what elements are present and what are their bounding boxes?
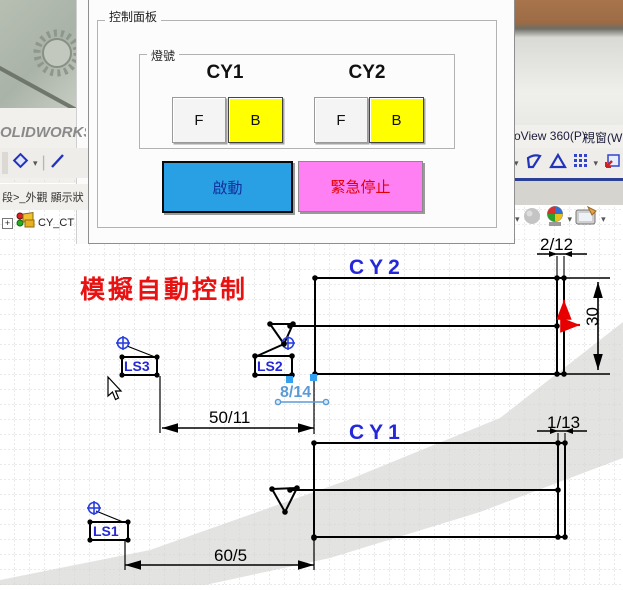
background-artwork — [0, 0, 81, 114]
svg-text:30: 30 — [583, 307, 602, 326]
dim-1-13[interactable]: 1/13 — [537, 413, 587, 443]
chevron-down-icon[interactable]: ▾ — [514, 158, 519, 168]
emergency-stop-button[interactable]: 緊急停止 — [298, 161, 423, 212]
gear-artwork-icon — [0, 29, 81, 114]
toolbar-separator: | — [41, 154, 46, 171]
ls1-switch[interactable] — [87, 501, 129, 541]
dim-30[interactable]: 30 — [566, 277, 610, 375]
dim-8-14-selected[interactable]: 8/14 — [274, 384, 330, 406]
background-photo — [513, 0, 623, 125]
capture-icon[interactable] — [604, 153, 620, 174]
control-panel-title: 控制面板 — [105, 8, 162, 25]
cy1-back-button[interactable]: B — [228, 97, 283, 143]
photoview-globe-icon[interactable] — [545, 206, 565, 232]
svg-text:1/13: 1/13 — [547, 413, 580, 432]
dim-60-5[interactable]: 60/5 — [124, 541, 314, 570]
sketch-icon[interactable] — [12, 152, 29, 174]
grid-pattern-icon[interactable] — [573, 153, 588, 173]
cy1-header: CY1 — [206, 62, 244, 83]
toolbar-left: ▾ | — [0, 148, 88, 178]
ls1-label[interactable]: LS1 — [93, 523, 119, 539]
menu-window[interactable]: 視窗(W — [583, 131, 623, 145]
chevron-down-icon[interactable]: ▾ — [515, 214, 520, 224]
svg-text:60/5: 60/5 — [214, 546, 247, 565]
tree-expand-icon[interactable]: + — [2, 217, 13, 229]
svg-text:2/12: 2/12 — [540, 235, 573, 254]
feature-tree-item[interactable]: + CY_CT — [2, 212, 74, 234]
sketch-endpoints — [87, 275, 568, 543]
menu-photoview360[interactable]: oView 360(P) — [514, 129, 586, 143]
control-panel-dialog[interactable]: 控制面板 燈號 CY1 CY2 F B F B 啟動 緊急停止 — [88, 0, 515, 244]
valve-symbol-cy1[interactable] — [271, 487, 298, 513]
menu-bar: oView 360(P) 視窗(W — [505, 126, 623, 146]
sketch-origin-axes — [556, 300, 580, 333]
cy2-header: CY2 — [348, 62, 386, 83]
cutoff-button[interactable] — [2, 152, 8, 174]
dim-2-12[interactable]: 2/12 — [537, 235, 587, 277]
point-marker-icon — [116, 336, 130, 350]
view-toolbar-floating: ▾ ▾ ▾ — [513, 205, 623, 233]
toolbar-right: ▾ ▾ — [505, 148, 623, 178]
viewport-top-border — [513, 178, 623, 181]
assembly-icon — [16, 212, 35, 234]
solidworks-logo: OLIDWORKS — [0, 124, 86, 141]
graphics-viewport[interactable]: 模擬自動控制 CY2 CY1 LS3 — [0, 180, 623, 585]
dim-50-11[interactable]: 50/11 — [159, 376, 314, 433]
line-tool-icon[interactable] — [50, 153, 66, 174]
cy2-label[interactable]: CY2 — [349, 256, 405, 279]
control-panel-groupbox — [97, 20, 497, 228]
cy1-label[interactable]: CY1 — [349, 421, 405, 444]
selection-handles[interactable] — [286, 374, 317, 383]
chevron-down-icon[interactable]: ▾ — [33, 158, 38, 168]
sheet-metal-icon[interactable] — [525, 153, 543, 174]
ls2-label[interactable]: LS2 — [257, 358, 283, 374]
svg-text:8/14: 8/14 — [280, 384, 311, 401]
lights-groupbox — [139, 54, 455, 149]
start-button[interactable]: 啟動 — [162, 161, 293, 213]
drawing-title: 模擬自動控制 — [80, 275, 248, 304]
point-marker-icon — [87, 501, 101, 515]
cy1-forward-button[interactable]: F — [172, 97, 226, 143]
warning-triangle-icon[interactable] — [548, 152, 567, 174]
mouse-cursor — [107, 375, 123, 401]
ls3-switch[interactable] — [116, 336, 158, 376]
lights-title: 燈號 — [147, 47, 180, 64]
viewport-corner-block — [513, 181, 623, 205]
render-sphere-icon[interactable] — [523, 207, 542, 231]
cy2-back-button[interactable]: B — [369, 97, 424, 143]
ls3-label[interactable]: LS3 — [124, 358, 150, 374]
display-state-tab[interactable]: 段>_外觀 顯示狀 — [0, 184, 88, 210]
screenshot-icon[interactable] — [575, 205, 598, 232]
svg-text:50/11: 50/11 — [209, 408, 250, 427]
sketch-grid — [0, 180, 623, 585]
chevron-down-icon[interactable]: ▾ — [593, 158, 599, 168]
cy2-forward-button[interactable]: F — [314, 97, 368, 143]
chevron-down-icon[interactable]: ▾ — [601, 214, 606, 224]
chevron-down-icon[interactable]: ▾ — [567, 214, 573, 224]
tree-item-label: CY_CT — [38, 217, 75, 229]
